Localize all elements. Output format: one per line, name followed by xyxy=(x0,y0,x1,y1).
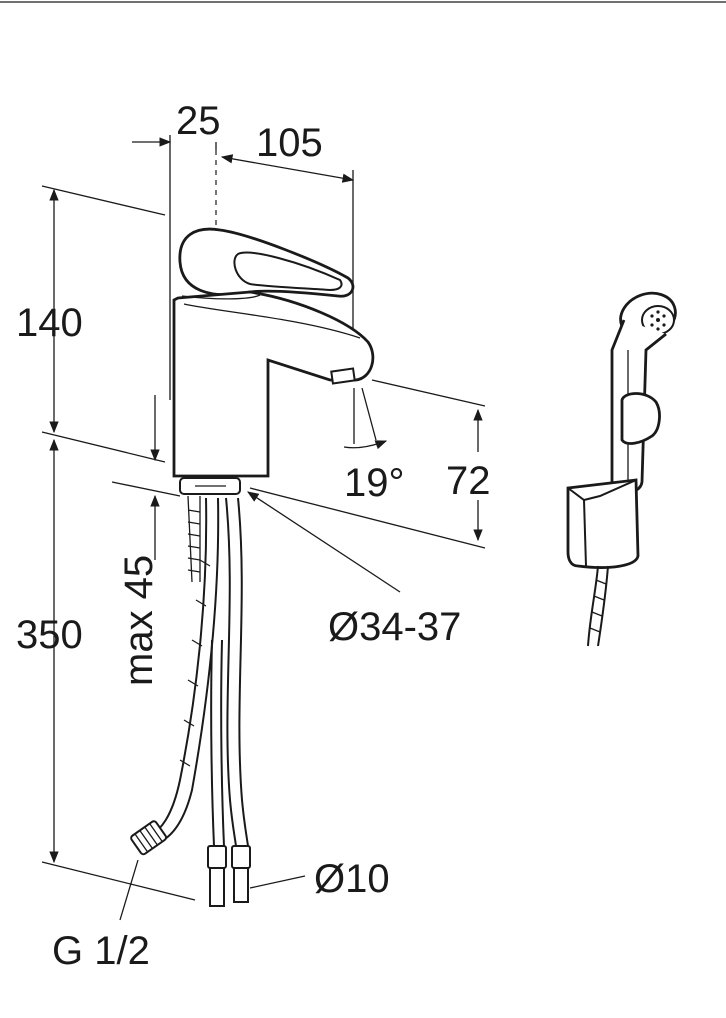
dim-label-deck-thickness: max 45 xyxy=(117,555,161,686)
faucet-body xyxy=(172,150,375,498)
dim-label-reach: 105 xyxy=(256,121,323,165)
dimension-lines xyxy=(41,135,486,921)
hand-shower xyxy=(566,291,677,647)
dim-label-thread: G 1/2 xyxy=(52,929,150,973)
dim-label-spout-height: 72 xyxy=(446,459,491,503)
dim-label-spout-angle: 19° xyxy=(344,461,405,505)
dim-label-offset: 25 xyxy=(176,99,221,143)
dim-label-hole-diameter: Ø34-37 xyxy=(328,605,461,649)
dim-label-height-body: 140 xyxy=(16,301,83,345)
supply-hoses xyxy=(130,495,251,907)
dim-label-hose-end-diameter: Ø10 xyxy=(314,857,390,901)
dim-label-height-below: 350 xyxy=(16,613,83,657)
